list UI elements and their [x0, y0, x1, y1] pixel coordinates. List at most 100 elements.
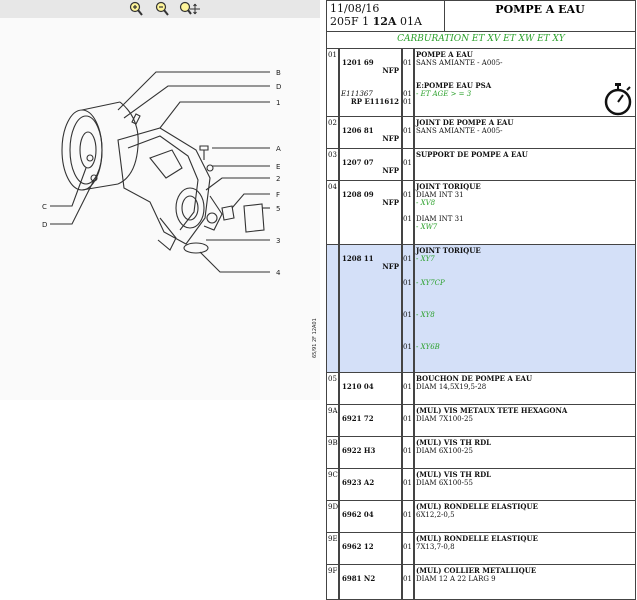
applicability: - XY8: [416, 311, 435, 319]
qty: 01: [403, 447, 412, 455]
table-row[interactable]: 9F 6981 N2 01 (MUL) COLLIER METALLIQUE D…: [327, 564, 635, 599]
table-row[interactable]: 03 1207 07 NFP 01 SUPPORT DE POMPE A EAU: [327, 148, 635, 180]
table-row[interactable]: 9A 6921 72 01 (MUL) VIS METAUX TETE HEXA…: [327, 404, 635, 436]
qty-cell: 01: [402, 533, 414, 564]
qty: 01: [403, 59, 412, 67]
part-title: POMPE A EAU: [416, 50, 473, 59]
qty: 01: [403, 127, 412, 135]
qty: 01: [403, 279, 412, 287]
qty: 01: [403, 98, 412, 106]
exploded-parts-diagram: B D 1 A E 2 F 5 C D 3 4 65/91 2F 12A01: [0, 18, 320, 400]
row-number: [327, 245, 339, 372]
header-meta: 11/08/16 205F 1 12A 01A: [327, 1, 445, 31]
qty-cell: 01 01: [402, 181, 414, 244]
desc-cell: (MUL) RONDELLE ELASTIQUE 6X12,2-0,5: [414, 501, 635, 532]
ref-cell: 1208 11 NFP: [339, 245, 402, 372]
zoom-in-icon[interactable]: [128, 1, 144, 17]
ref-cell: 1206 81 NFP: [339, 117, 402, 148]
part-ref[interactable]: 6921 72: [342, 414, 374, 423]
table-row[interactable]: 01 1201 69 NFP E111367 RP E111612 01 01 …: [327, 49, 635, 116]
part-spec: DIAM 6X100-25: [416, 447, 473, 455]
drawing-code: 65/91 2F 12A01: [312, 318, 318, 358]
qty: 01: [403, 383, 412, 391]
table-row-selected[interactable]: 1208 11 NFP 01 01 01 01 JOINT TORIQUE - …: [327, 244, 635, 372]
qty-cell: 01: [402, 469, 414, 500]
callout-4: 4: [276, 269, 281, 277]
nfp-flag: NFP: [382, 166, 399, 175]
replacement-ref[interactable]: RP E111612: [350, 97, 399, 106]
part-title: BOUCHON DE POMPE A EAU: [416, 374, 533, 383]
qty-cell: 01 01 01: [402, 49, 414, 116]
qty-cell: 01: [402, 501, 414, 532]
callout-5: 5: [276, 205, 280, 213]
column-rule: [414, 49, 415, 599]
part-title: JOINT DE POMPE A EAU: [416, 118, 514, 127]
ref-cell: 6962 12: [339, 533, 402, 564]
part-spec: 6X12,2-0,5: [416, 511, 455, 519]
applicability: - ET AGE > = 3: [416, 90, 472, 98]
callout-1: 1: [276, 99, 280, 107]
part-ref[interactable]: 1208 09: [342, 190, 374, 199]
part-title: (MUL) VIS TH RDL: [416, 470, 492, 479]
qty: 01: [403, 415, 412, 423]
qty-cell: 01: [402, 565, 414, 599]
part-ref[interactable]: 1201 69: [342, 58, 374, 67]
nfp-flag: NFP: [382, 134, 399, 143]
table-row[interactable]: 9E 6962 12 01 (MUL) RONDELLE ELASTIQUE 7…: [327, 532, 635, 564]
row-number: 9C: [327, 469, 339, 500]
part-title: SUPPORT DE POMPE A EAU: [416, 150, 528, 159]
table-row[interactable]: 05 1210 04 01 BOUCHON DE POMPE A EAU DIA…: [327, 372, 635, 404]
stopwatch-icon[interactable]: [603, 82, 633, 116]
desc-cell: JOINT DE POMPE A EAU SANS AMIANTE - A005…: [414, 117, 635, 148]
callout-e: E: [276, 163, 280, 171]
part-ref[interactable]: 1208 11: [342, 254, 374, 263]
part-spec: DIAM 14,5X19,5-28: [416, 383, 487, 391]
qty: 01: [403, 311, 412, 319]
table-row[interactable]: 9C 6923 A2 01 (MUL) VIS TH RDL DIAM 6X10…: [327, 468, 635, 500]
callout-2: 2: [276, 175, 280, 183]
zoom-out-icon[interactable]: [154, 1, 170, 17]
qty-cell: 01: [402, 437, 414, 468]
part-ref[interactable]: 6981 N2: [342, 574, 376, 583]
table-row[interactable]: 9B 6922 H3 01 (MUL) VIS TH RDL DIAM 6X10…: [327, 436, 635, 468]
part-ref[interactable]: 1207 07: [342, 158, 374, 167]
ref-cell: 6923 A2: [339, 469, 402, 500]
qty: 01: [403, 543, 412, 551]
callout-b: B: [276, 69, 281, 77]
part-ref[interactable]: 6962 12: [342, 542, 374, 551]
qty-cell: 01: [402, 405, 414, 436]
nfp-flag: NFP: [382, 198, 399, 207]
qty: 01: [403, 255, 412, 263]
part-ref[interactable]: 1210 04: [342, 382, 374, 391]
part-ref-alt[interactable]: E111367: [341, 90, 373, 98]
row-number: 01: [327, 49, 339, 116]
zoom-toolbar: [0, 0, 320, 18]
diagram-pane: B D 1 A E 2 F 5 C D 3 4 65/91 2F 12A01: [0, 0, 320, 400]
part-ref[interactable]: 6962 04: [342, 510, 374, 519]
applicability: - XY6B: [416, 343, 440, 351]
applicability: - XV8: [416, 199, 436, 207]
row-number: 9B: [327, 437, 339, 468]
header-date: 11/08/16: [330, 2, 380, 15]
ref-cell: 6981 N2: [339, 565, 402, 599]
qty-cell: 01 01 01 01: [402, 245, 414, 372]
zoom-fit-icon[interactable]: [178, 1, 200, 17]
desc-cell: POMPE A EAU SANS AMIANTE - A005- E:POMPE…: [414, 49, 635, 116]
part-spec: DIAM 12 A 22 LARG 9: [416, 575, 496, 583]
part-spec: DIAM INT 31: [416, 215, 464, 223]
row-number: 9E: [327, 533, 339, 564]
desc-cell: JOINT TORIQUE DIAM INT 31 - XV8 DIAM INT…: [414, 181, 635, 244]
qty-cell: 01: [402, 117, 414, 148]
part-ref[interactable]: 6922 H3: [342, 446, 376, 455]
row-number: 05: [327, 373, 339, 404]
part-ref[interactable]: 6923 A2: [342, 478, 375, 487]
part-ref[interactable]: 1206 81: [342, 126, 374, 135]
table-row[interactable]: 04 1208 09 NFP 01 01 JOINT TORIQUE DIAM …: [327, 180, 635, 244]
part-spec: DIAM 7X100-25: [416, 415, 473, 423]
qty: 01: [403, 191, 412, 199]
table-row[interactable]: 9D 6962 04 01 (MUL) RONDELLE ELASTIQUE 6…: [327, 500, 635, 532]
table-row[interactable]: 02 1206 81 NFP 01 JOINT DE POMPE A EAU S…: [327, 116, 635, 148]
ref-cell: 1207 07 NFP: [339, 149, 402, 180]
row-number: 9F: [327, 565, 339, 599]
qty: 01: [403, 215, 412, 223]
